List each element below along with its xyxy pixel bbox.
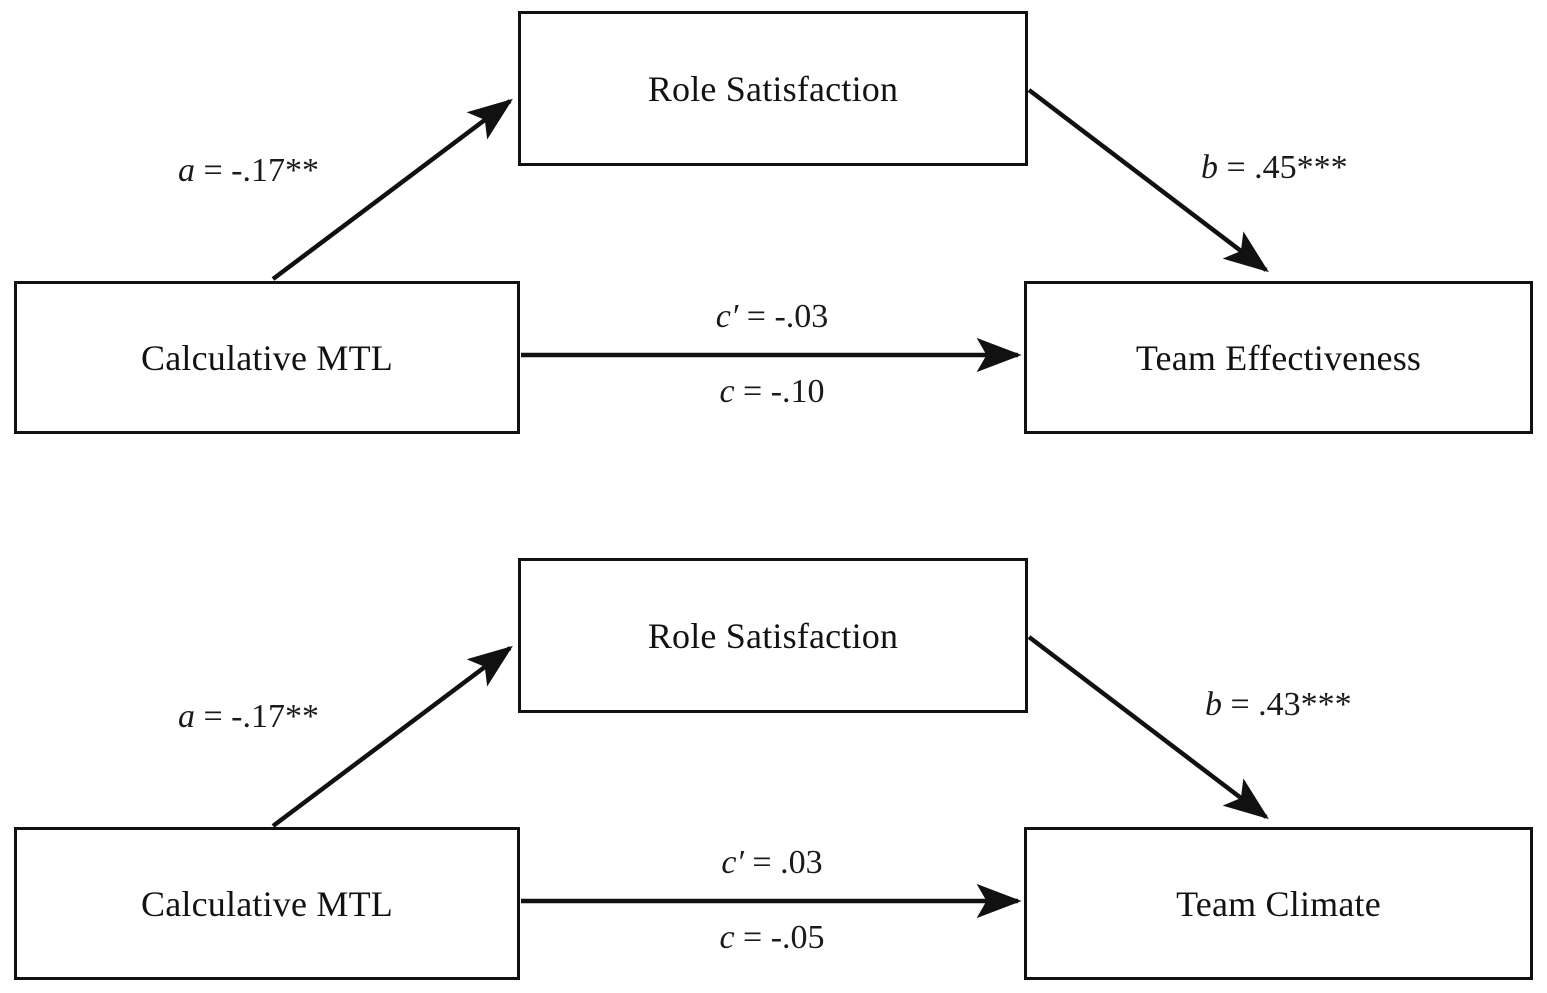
path-value-c-prime-panel1: = -.03 xyxy=(738,298,829,335)
node-mediator-label-panel1: Role Satisfaction xyxy=(647,68,899,109)
path-label-a-panel1: a = -.17** xyxy=(178,154,319,188)
path-symbol-b-panel2: b xyxy=(1205,686,1222,723)
path-value-c-panel2: = -.05 xyxy=(734,919,825,956)
path-symbol-c-panel2: c xyxy=(719,919,735,956)
path-label-b-panel2: b = .43*** xyxy=(1205,688,1352,722)
path-label-a-panel2: a = -.17** xyxy=(178,700,319,734)
path-value-b-panel1: = .45*** xyxy=(1218,149,1348,186)
node-predictor-panel1: Calculative MTL xyxy=(14,281,520,434)
node-mediator-panel2: Role Satisfaction xyxy=(518,558,1028,713)
arrow-a-panel1 xyxy=(271,98,513,281)
path-label-c-prime-panel1: c′ = -.03 xyxy=(716,300,829,334)
path-symbol-a-panel2: a xyxy=(178,698,195,735)
path-label-c-panel2: c = -.05 xyxy=(719,921,824,955)
node-outcome-panel1: Team Effectiveness xyxy=(1024,281,1533,434)
path-symbol-c-prime-panel2: c′ xyxy=(721,844,744,881)
path-symbol-c-prime-panel1: c′ xyxy=(715,298,739,335)
node-outcome-panel2: Team Climate xyxy=(1024,827,1533,980)
path-symbol-b-panel1: b xyxy=(1201,149,1218,186)
path-symbol-a-panel1: a xyxy=(178,152,195,189)
node-outcome-label-panel1: Team Effectiveness xyxy=(1135,337,1422,378)
node-outcome-label-panel2: Team Climate xyxy=(1176,883,1381,924)
arrow-a-panel2 xyxy=(271,645,513,828)
node-predictor-panel2: Calculative MTL xyxy=(14,827,520,980)
path-value-c-panel1: = -.10 xyxy=(734,373,825,410)
path-value-a-panel2: = -.17** xyxy=(195,698,320,735)
node-mediator-label-panel2: Role Satisfaction xyxy=(647,615,899,656)
path-label-c-panel1: c = -.10 xyxy=(719,375,824,409)
path-label-c-prime-panel2: c′ = .03 xyxy=(721,846,822,880)
path-value-b-panel2: = .43*** xyxy=(1222,686,1352,723)
node-mediator-panel1: Role Satisfaction xyxy=(518,11,1028,166)
path-value-a-panel1: = -.17** xyxy=(195,152,320,189)
node-predictor-label-panel2: Calculative MTL xyxy=(141,883,393,924)
node-predictor-label-panel1: Calculative MTL xyxy=(141,337,393,378)
arrow-b-panel2 xyxy=(1027,635,1269,820)
path-symbol-c-panel1: c xyxy=(719,373,735,410)
path-label-b-panel1: b = .45*** xyxy=(1201,151,1348,185)
path-value-c-prime-panel2: = .03 xyxy=(743,844,823,881)
